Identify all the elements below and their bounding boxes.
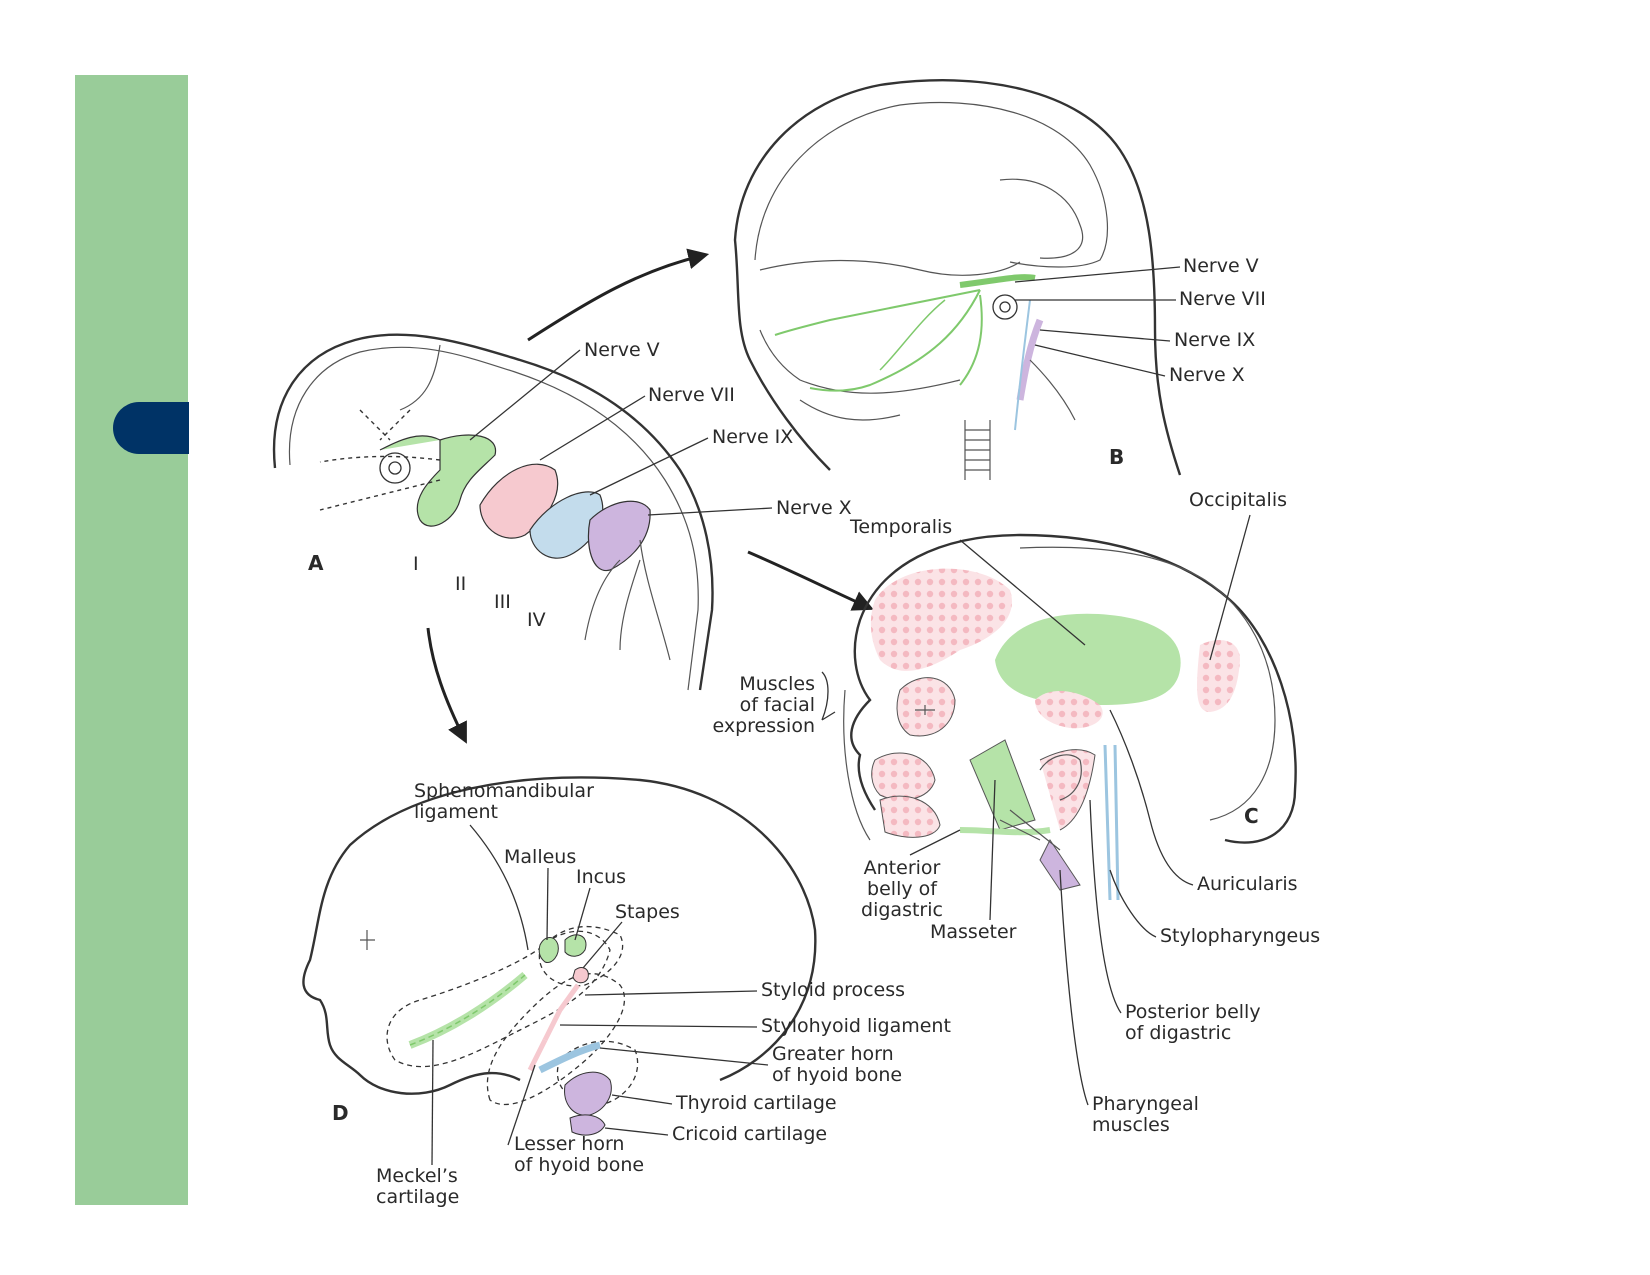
incus (564, 934, 587, 957)
greater-horn-hyoid (538, 1041, 601, 1074)
panel-a-nerve-ix-label: Nerve IX (712, 426, 793, 448)
panel-c-head (843, 533, 1297, 901)
occipitalis-label: Occipitalis (1189, 489, 1287, 511)
arrow-to-d (426, 627, 467, 744)
arch-label-i: I (413, 553, 419, 575)
greater-horn-label-2: of hyoid bone (772, 1064, 902, 1086)
arrow-to-c (747, 550, 874, 611)
panel-a-letter: A (308, 551, 324, 575)
anterior-digastric-label-1: Anterior (864, 857, 941, 879)
arch-i-green (416, 434, 497, 527)
arch-label-ii: II (455, 573, 466, 595)
panel-b-head (733, 79, 1182, 480)
incus-label: Incus (576, 866, 626, 888)
meckels-cartilage-label-1: Meckel’s (376, 1165, 458, 1187)
panel-b-nerve-ix-label: Nerve IX (1174, 329, 1255, 351)
cricoid-cartilage-label: Cricoid cartilage (672, 1123, 827, 1145)
sphenomandibular-label-2: ligament (414, 801, 498, 823)
cricoid-cartilage (569, 1114, 606, 1136)
meckels-cartilage-label-2: cartilage (376, 1186, 459, 1208)
lesser-horn-label-1: Lesser horn (514, 1133, 624, 1155)
sphenomandibular-label-1: Sphenomandibular (414, 780, 594, 802)
arch-label-iii: III (494, 591, 511, 613)
styloid-process-label: Styloid process (761, 979, 905, 1001)
stapes-label: Stapes (615, 901, 680, 923)
arch-label-iv: IV (527, 609, 546, 631)
temporalis-muscle (995, 613, 1181, 705)
posterior-digastric-label-2: of digastric (1125, 1022, 1231, 1044)
pharyngeal-muscles-label-1: Pharyngeal (1092, 1093, 1199, 1115)
panel-b-letter: B (1109, 445, 1124, 469)
panel-a-nerve-x-label: Nerve X (776, 497, 852, 519)
greater-horn-label-1: Greater horn (772, 1043, 894, 1065)
panel-b-nerve-vii-label: Nerve VII (1179, 288, 1266, 310)
malleus-label: Malleus (504, 846, 576, 868)
panel-a-nerve-vii-label: Nerve VII (648, 384, 735, 406)
auricularis-label: Auricularis (1197, 873, 1298, 895)
panel-d-head (302, 776, 817, 1136)
masseter-label: Masseter (930, 921, 1017, 943)
sidebar-tab (113, 402, 189, 454)
masseter-muscle (969, 739, 1036, 831)
temporalis-label: Temporalis (849, 516, 952, 538)
occipitalis-muscle (1197, 640, 1240, 712)
stylopharyngeus-label: Stylopharyngeus (1160, 925, 1320, 947)
posterior-digastric-label-1: Posterior belly (1125, 1001, 1261, 1023)
panel-b-nerve-x-label: Nerve X (1169, 364, 1245, 386)
arrow-to-b (527, 248, 710, 342)
lesser-horn-label-2: of hyoid bone (514, 1154, 644, 1176)
facial-expression-label-2: of facial (740, 694, 815, 716)
panel-b-nerve-v-label: Nerve V (1183, 255, 1259, 277)
anterior-digastric-label-2: belly of (867, 878, 938, 900)
panel-d-letter: D (332, 1101, 349, 1125)
thyroid-cartilage (564, 1071, 612, 1116)
panel-a-nerve-v-label: Nerve V (584, 339, 660, 361)
facial-expression-label-3: expression (713, 715, 816, 737)
panel-c-letter: C (1244, 804, 1259, 828)
meckels-cartilage (408, 971, 528, 1049)
panel-a-embryo (272, 333, 714, 691)
facial-expression-label-1: Muscles (739, 673, 815, 695)
arch-iv-purple (587, 500, 651, 572)
pharyngeal-muscles-label-2: muscles (1092, 1114, 1170, 1136)
styloid-process (542, 983, 581, 1042)
sidebar-strip (75, 75, 188, 1205)
malleus (538, 937, 559, 964)
anterior-digastric-label-3: digastric (861, 899, 943, 921)
thyroid-cartilage-label: Thyroid cartilage (675, 1092, 837, 1114)
stylohyoid-ligament-label: Stylohyoid ligament (761, 1015, 951, 1037)
